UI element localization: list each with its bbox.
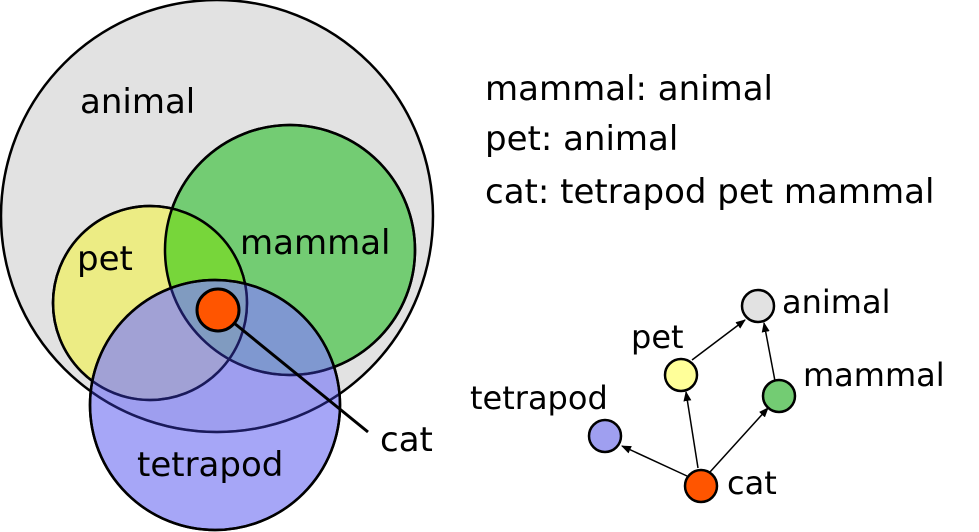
rule-cat: cat: tetrapod pet mammal (485, 172, 934, 212)
cat-dot (195, 287, 241, 333)
cat-leader-line (217, 308, 369, 434)
node-mammal-label: mammal (803, 356, 945, 394)
cat-label: cat (380, 420, 433, 460)
tetrapod-circle-outline (88, 278, 342, 532)
edge-cat-tetrapod (621, 445, 688, 477)
rules-list: mammal: animal pet: animal cat: tetrapod… (485, 69, 934, 212)
node-mammal (761, 378, 797, 414)
mammal-label: mammal (240, 223, 390, 263)
node-animal-label: animal (782, 283, 890, 321)
edge-mammal-animal (761, 322, 776, 382)
node-pet (663, 357, 699, 393)
pet-label: pet (77, 239, 133, 279)
rule-pet: pet: animal (485, 119, 678, 159)
hierarchy-graph: animal pet mammal tetrapod cat (470, 283, 945, 504)
node-tetrapod-label: tetrapod (470, 379, 608, 417)
node-tetrapod (587, 418, 623, 454)
edge-pet-animal (691, 319, 746, 361)
tetrapod-label: tetrapod (137, 445, 283, 485)
rule-mammal: mammal: animal (485, 69, 773, 109)
node-animal (740, 288, 776, 324)
animal-label: animal (80, 82, 195, 122)
edge-cat-pet (683, 391, 699, 469)
venn-diagram: animal pet mammal tetrapod cat (0, 0, 435, 532)
edge-cat-mammal (709, 407, 769, 473)
node-cat (683, 468, 719, 504)
node-cat-label: cat (727, 464, 777, 502)
node-pet-label: pet (631, 318, 684, 356)
